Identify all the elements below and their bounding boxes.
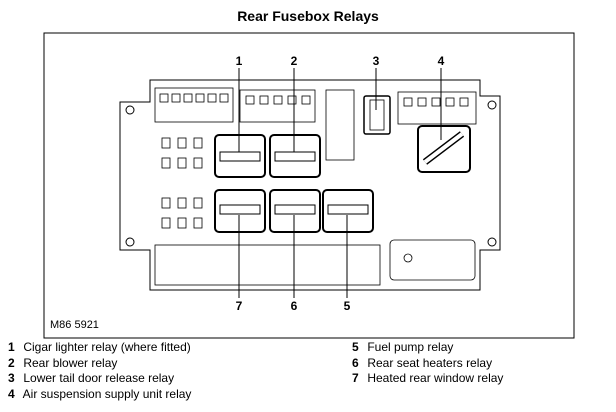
legend-item: 1 Cigar lighter relay (where fitted) bbox=[8, 340, 191, 354]
relay-5 bbox=[322, 189, 374, 233]
connectors bbox=[154, 87, 477, 286]
callout-7: 7 bbox=[236, 299, 243, 313]
figure-code: M86 5921 bbox=[50, 319, 99, 331]
callout-5: 5 bbox=[344, 299, 351, 313]
legend-item: 2 Rear blower relay bbox=[8, 355, 118, 370]
relay-4 bbox=[417, 125, 471, 173]
page-title: Rear Fusebox Relays bbox=[237, 8, 379, 24]
legend-item: 3 Lower tail door release relay bbox=[8, 371, 175, 385]
fusebox-housing bbox=[119, 79, 501, 291]
legend-item: 6 Rear seat heaters relay bbox=[352, 355, 493, 370]
fuse-symbols bbox=[161, 137, 203, 229]
legend-item: 4 Air suspension supply unit relay bbox=[8, 386, 192, 401]
legend-item: 5 Fuel pump relay bbox=[352, 340, 454, 354]
relay-2 bbox=[269, 134, 321, 178]
callout-6: 6 bbox=[291, 299, 298, 313]
relay-3 bbox=[363, 95, 391, 135]
legend-right: 5 Fuel pump relay 6 Rear seat heaters re… bbox=[352, 340, 503, 387]
legend-item: 7 Heated rear window relay bbox=[352, 371, 504, 385]
callout-1: 1 bbox=[236, 54, 243, 68]
callout-2: 2 bbox=[291, 54, 298, 68]
callout-3: 3 bbox=[373, 54, 380, 68]
leader-lines bbox=[238, 68, 442, 298]
legend-left: 1 Cigar lighter relay (where fitted) 2 R… bbox=[8, 340, 191, 402]
figure-frame bbox=[43, 32, 575, 339]
callout-4: 4 bbox=[438, 54, 445, 68]
relay-7 bbox=[214, 189, 266, 233]
relay-1 bbox=[214, 134, 266, 178]
relay-6 bbox=[269, 189, 321, 233]
